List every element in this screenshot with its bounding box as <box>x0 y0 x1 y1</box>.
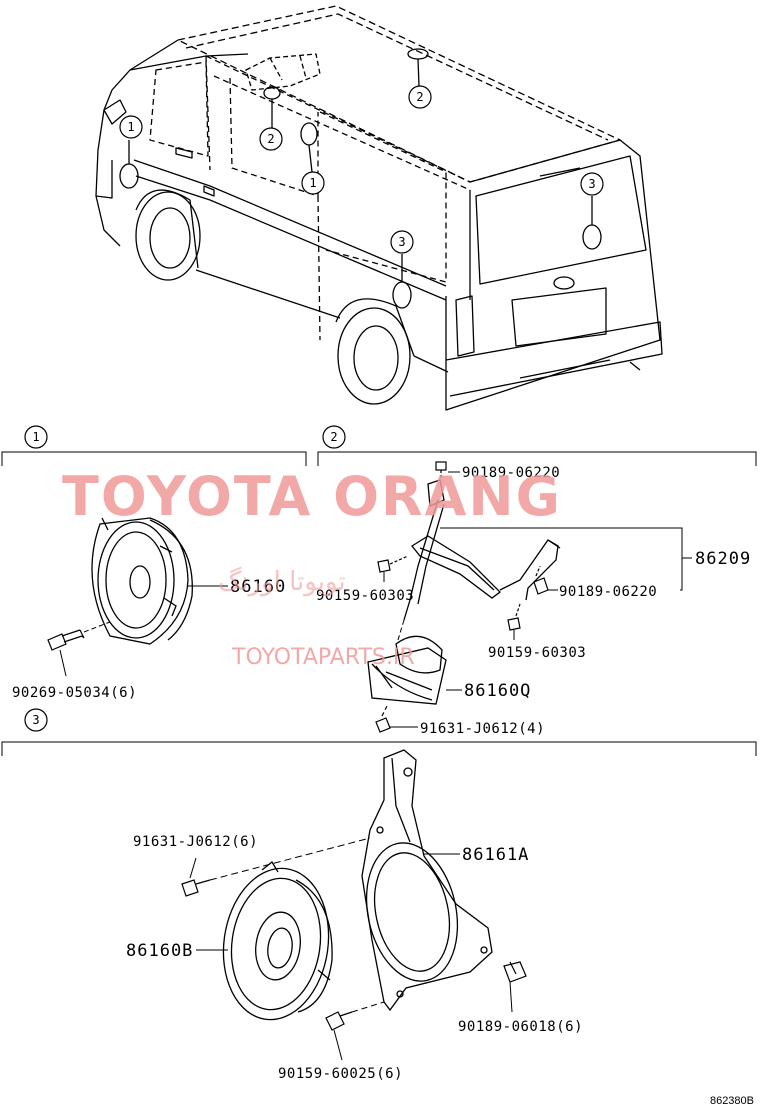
part-label-86160Q: 86160Q <box>464 681 531 701</box>
section-2: 2 90189-06220 86209 90189-06220 <box>316 425 757 737</box>
callout-marker-1a: 1 <box>119 115 143 139</box>
speaker-86160-drawing <box>91 517 193 645</box>
callout-marker-1b: 1 <box>301 171 325 195</box>
svg-text:2: 2 <box>267 132 274 146</box>
section-2-bracket-line <box>317 451 757 466</box>
part-label-90189-06220-top: 90189-06220 <box>462 465 560 481</box>
speaker-location-1b <box>300 122 318 146</box>
svg-text:1: 1 <box>32 430 39 444</box>
screw-left-drawing <box>377 555 409 573</box>
section-3: 3 86161A 91631-J0612(6) <box>1 708 757 1082</box>
nut-91631-4-drawing <box>375 703 391 733</box>
part-label-86209: 86209 <box>695 549 751 569</box>
watermark: TOYOTA ORANG تویوتا اورنگ TOYOTAPARTS.IR <box>62 465 562 670</box>
svg-text:2: 2 <box>330 430 337 444</box>
svg-text:3: 3 <box>398 235 405 249</box>
part-label-91631-J0612-4: 91631-J0612(4) <box>420 721 545 737</box>
section-1-bracket-line <box>1 451 307 466</box>
van-callout-markers: 1 2 1 2 3 3 <box>119 85 604 254</box>
svg-text:3: 3 <box>32 713 39 727</box>
screw-mid-drawing <box>507 603 521 631</box>
part-label-86160: 86160 <box>230 577 286 597</box>
van-callouts <box>119 48 602 309</box>
nut-91631-6-drawing <box>181 879 211 897</box>
section-3-bracket-line <box>1 741 757 756</box>
bracket-86209-drawing <box>403 479 561 621</box>
section-2-marker: 2 <box>322 425 346 449</box>
bracket-86161A-drawing <box>361 749 493 1012</box>
watermark-persian: تویوتا اورنگ <box>218 566 346 597</box>
speaker-location-2b <box>407 48 429 60</box>
part-label-90189-06018-6: 90189-06018(6) <box>458 1019 583 1035</box>
clip-90189-drawing <box>503 961 527 983</box>
svg-text:1: 1 <box>309 176 316 190</box>
section-1-marker: 1 <box>24 425 48 449</box>
part-label-91631-J0612-6: 91631-J0612(6) <box>133 834 258 850</box>
callout-marker-2a: 2 <box>259 127 283 151</box>
van-illustration <box>95 5 663 411</box>
part-label-90189-06220-right: 90189-06220 <box>559 584 657 600</box>
speaker-location-1a <box>119 163 139 189</box>
screw-90269-drawing <box>47 629 85 651</box>
part-label-86160B: 86160B <box>126 941 193 961</box>
section-1: 1 86160 90269-05034(6) <box>1 425 307 701</box>
bracket-86209-leader <box>440 527 683 591</box>
speaker-location-2a <box>263 86 281 100</box>
speaker-86160Q-drawing <box>367 635 447 705</box>
watermark-brand: TOYOTA ORANG <box>62 465 562 528</box>
callout-marker-3a: 3 <box>390 230 414 254</box>
section-3-marker: 3 <box>24 708 48 732</box>
callout-marker-2b: 2 <box>408 85 432 109</box>
callout-marker-3b: 3 <box>580 172 604 196</box>
speaker-location-3b <box>582 224 602 250</box>
speaker-86160B-drawing <box>222 861 333 1021</box>
watermark-site: TOYOTAPARTS.IR <box>231 645 415 670</box>
speaker-location-3a <box>392 281 412 309</box>
screw-top-drawing <box>435 461 447 480</box>
screw-90159-60025-drawing <box>325 1011 353 1031</box>
part-label-90159-60303-left: 90159-60303 <box>316 588 414 604</box>
svg-text:2: 2 <box>416 90 423 104</box>
part-label-86161A: 86161A <box>462 845 529 865</box>
part-label-90159-60025-6: 90159-60025(6) <box>278 1066 403 1082</box>
svg-text:3: 3 <box>588 177 595 191</box>
illustration-code: 862380B <box>710 1095 754 1107</box>
part-label-90159-60303-mid: 90159-60303 <box>488 645 586 661</box>
svg-text:1: 1 <box>127 120 134 134</box>
part-label-90269-05034: 90269-05034(6) <box>12 685 137 701</box>
